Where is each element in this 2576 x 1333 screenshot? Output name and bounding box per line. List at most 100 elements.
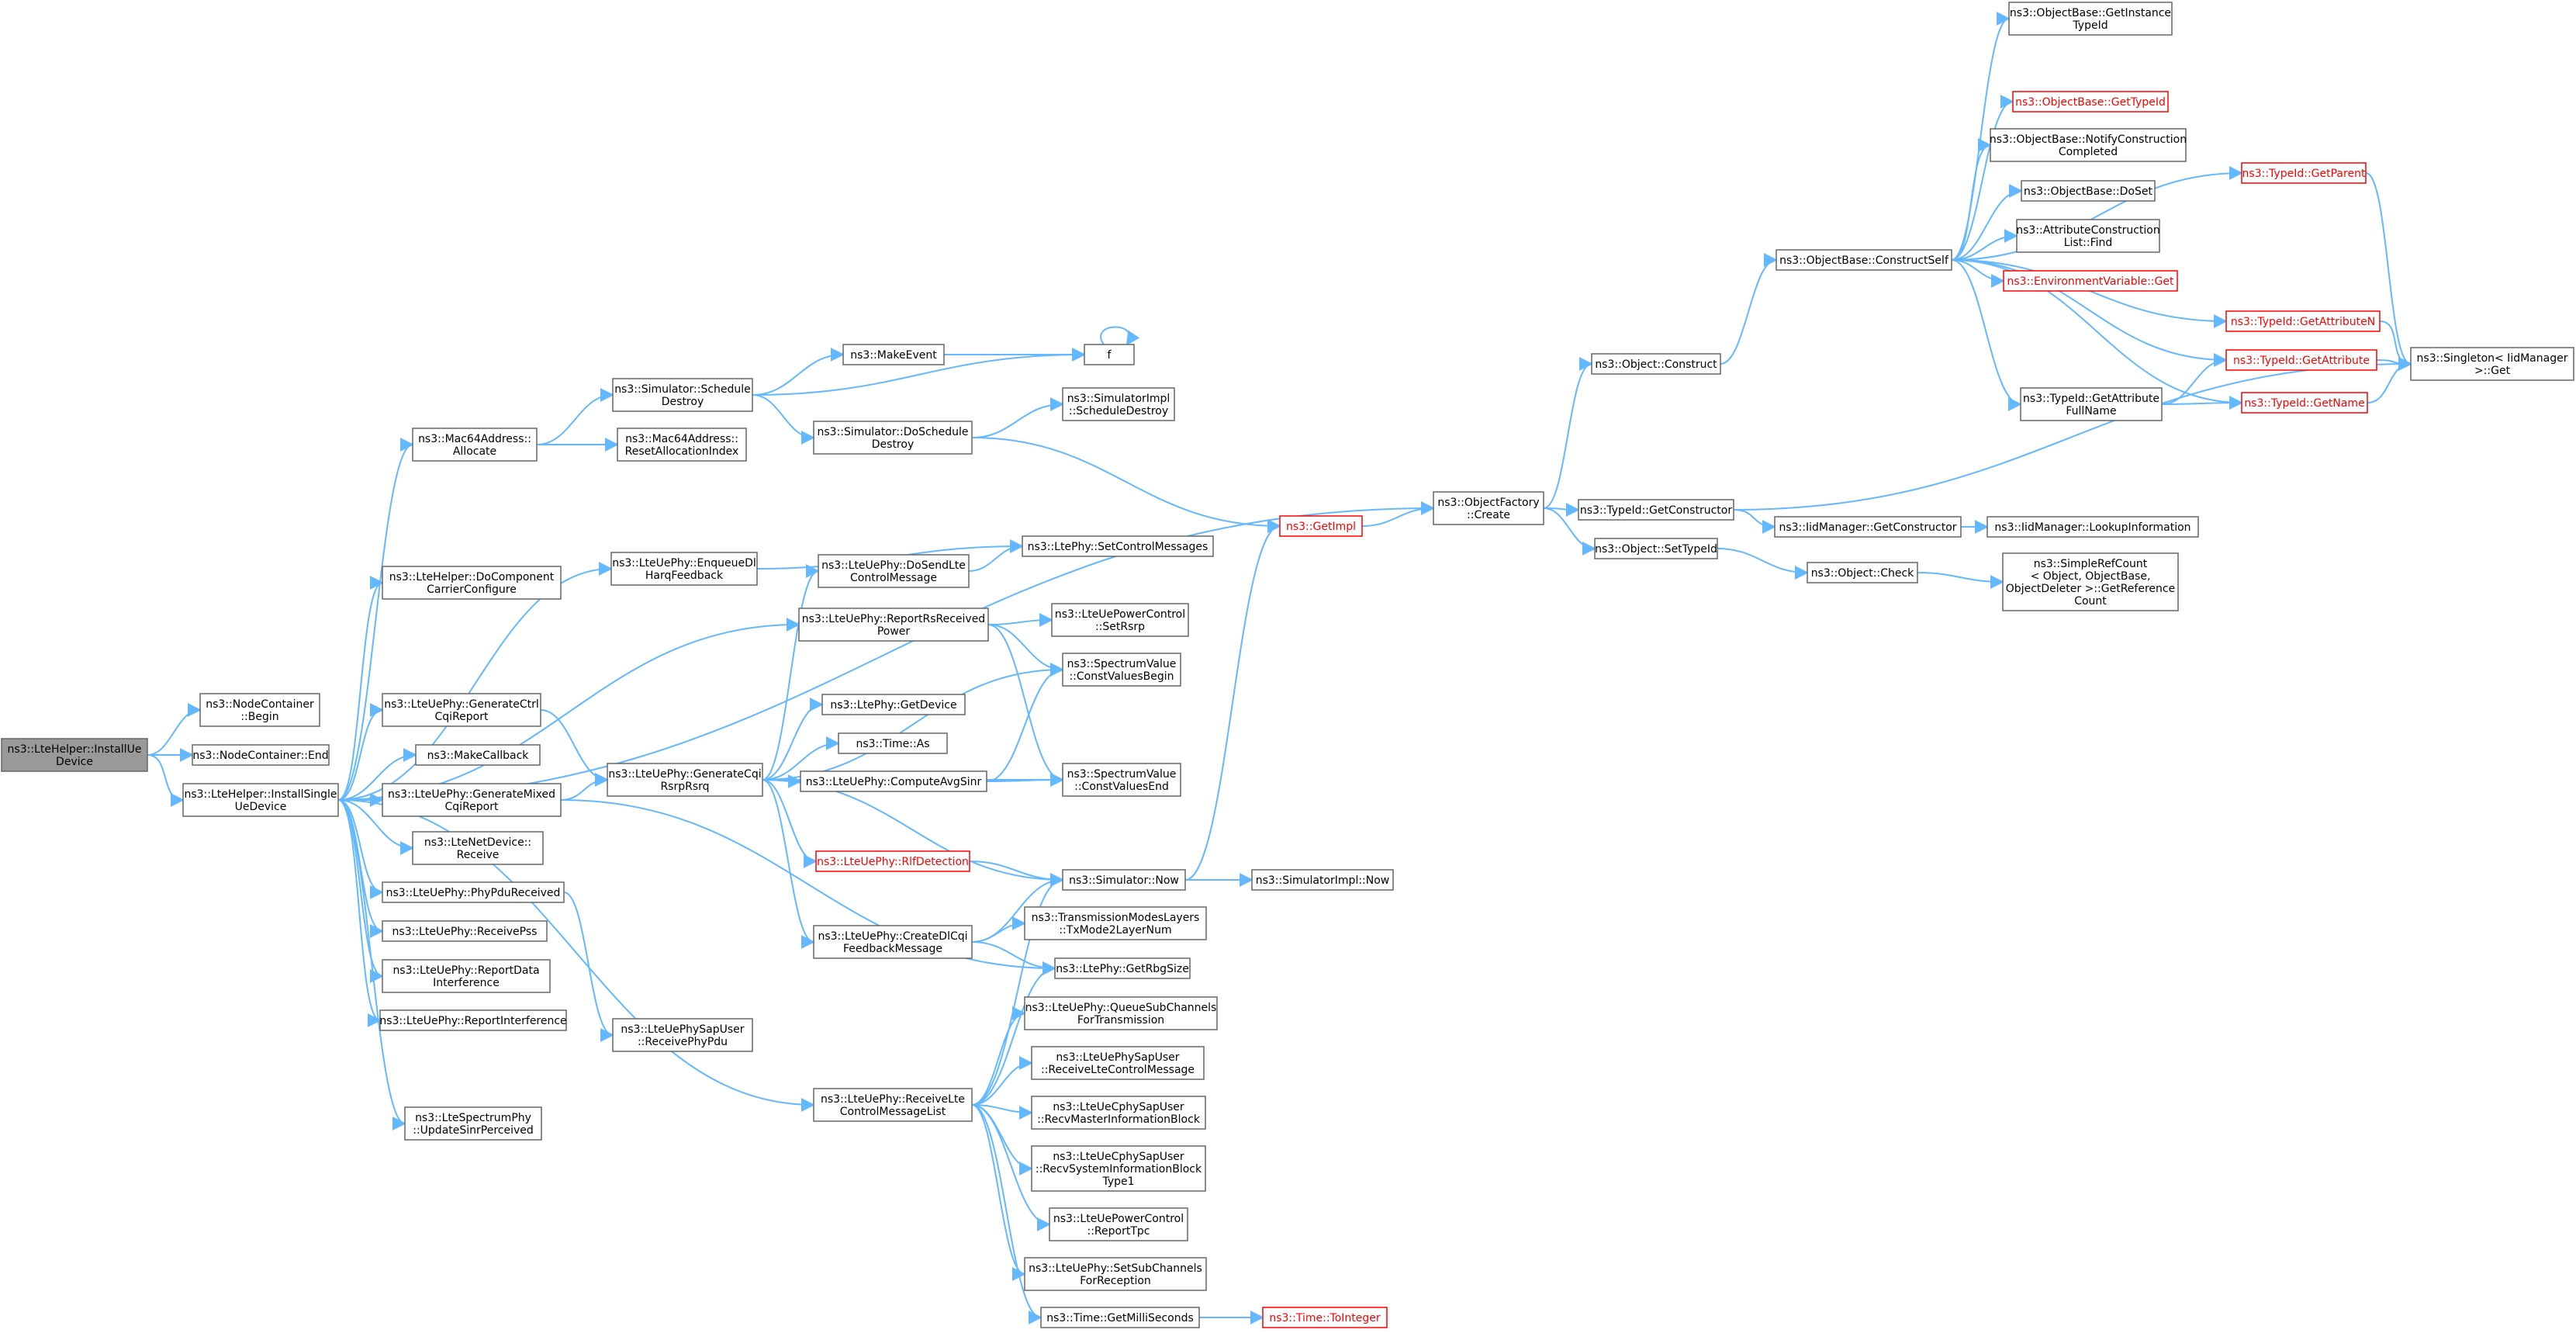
node-sim-impl-now[interactable]: ns3::SimulatorImpl::Now <box>1251 869 1394 891</box>
node-box <box>1807 562 1918 583</box>
node-label: ForReception <box>1080 1275 1151 1287</box>
node-sim-now[interactable]: ns3::Simulator::Now <box>1062 869 1186 891</box>
node-sim-impl-sched[interactable]: ns3::SimulatorImpl::ScheduleDestroy <box>1062 387 1175 421</box>
node-label: ns3::ObjectFactory <box>1437 497 1539 509</box>
node-box <box>404 1106 542 1141</box>
call-edge-sim-schedule-destroy-to-sim-do-schedule <box>752 394 815 445</box>
node-tid-get-name[interactable]: ns3::TypeId::GetName <box>2241 392 2368 414</box>
node-obj-check[interactable]: ns3::Object::Check <box>1807 562 1918 583</box>
node-label: ns3::LteUePhy::QueueSubChannels <box>1025 1002 1217 1014</box>
node-box <box>1986 516 2199 538</box>
node-pc-set-rsrp[interactable]: ns3::LteUePowerControl::SetRsrp <box>1051 603 1189 637</box>
node-box <box>800 770 987 792</box>
node-label: ObjectDeleter >::GetReference <box>2006 583 2175 595</box>
node-label: ns3::Singleton< IidManager <box>2417 352 2568 365</box>
node-tx-mode2[interactable]: ns3::TransmissionModesLayers::TxMode2Lay… <box>1024 906 1207 940</box>
node-label: ns3::TypeId::GetAttribute <box>2233 355 2370 367</box>
node-label: UeDevice <box>235 801 287 813</box>
node-box <box>415 744 541 766</box>
node-construct-self[interactable]: ns3::ObjectBase::ConstructSelf <box>1776 249 1952 271</box>
node-mac-allocate[interactable]: ns3::Mac64Address::Allocate <box>412 428 538 462</box>
node-to-integer[interactable]: ns3::Time::ToInteger <box>1262 1307 1388 1328</box>
node-nc-begin[interactable]: ns3::NodeContainer::Begin <box>199 693 320 727</box>
node-phy-sap-receive[interactable]: ns3::LteUePhySapUser::ReceivePhyPdu <box>612 1018 753 1052</box>
node-label: ns3::ObjectBase::ConstructSelf <box>1779 254 1949 267</box>
node-set-ctrl-msgs[interactable]: ns3::LtePhy::SetControlMessages <box>1022 535 1214 557</box>
call-edge-install-single-to-mac-allocate <box>337 438 414 801</box>
node-update-sinr[interactable]: ns3::LteSpectrumPhy::UpdateSinrPerceived <box>404 1106 542 1141</box>
node-report-tpc[interactable]: ns3::LteUePowerControl::ReportTpc <box>1049 1207 1188 1241</box>
node-f[interactable]: f <box>1084 344 1135 365</box>
call-edge-of-create-to-obj-set-type-id <box>1543 507 1596 556</box>
node-receive-lte-ctrl[interactable]: ns3::LteUePhy::ReceiveLteControlMessageL… <box>813 1088 973 1122</box>
node-do-set[interactable]: ns3::ObjectBase::DoSet <box>2021 180 2156 202</box>
node-get-rbg-size[interactable]: ns3::LtePhy::GetRbgSize <box>1054 957 1191 979</box>
node-recv-mib[interactable]: ns3::LteUeCphySapUser::RecvMasterInforma… <box>1031 1096 1206 1130</box>
call-edge-sim-do-schedule-to-sim-impl-sched <box>971 397 1064 438</box>
node-ob-get-type-id[interactable]: ns3::ObjectBase::GetTypeId <box>2012 91 2169 113</box>
node-do-component[interactable]: ns3::LteHelper::DoComponentCarrierConfig… <box>382 566 562 600</box>
node-set-sub-recv[interactable]: ns3::LteUePhy::SetSubChannelsForReceptio… <box>1024 1257 1207 1291</box>
node-tid-get-ctor[interactable]: ns3::TypeId::GetConstructor <box>1578 499 1734 521</box>
node-phy-pdu-received[interactable]: ns3::LteUePhy::PhyPduReceived <box>382 881 565 903</box>
node-rlf-detection[interactable]: ns3::LteUePhy::RlfDetection <box>815 850 970 872</box>
node-obj-construct[interactable]: ns3::Object::Construct <box>1591 353 1721 375</box>
node-env-get[interactable]: ns3::EnvironmentVariable::Get <box>2003 270 2178 292</box>
node-obj-set-type-id[interactable]: ns3::Object::SetTypeId <box>1594 538 1718 559</box>
node-label: Count <box>2074 595 2107 608</box>
node-sv-end[interactable]: ns3::SpectrumValue::ConstValuesEnd <box>1062 763 1181 797</box>
node-sv-begin[interactable]: ns3::SpectrumValue::ConstValuesBegin <box>1062 653 1181 687</box>
node-nc-end[interactable]: ns3::NodeContainer::End <box>192 744 330 766</box>
node-time-as[interactable]: ns3::Time::As <box>838 732 948 754</box>
node-box <box>838 732 948 754</box>
node-tid-get-parent[interactable]: ns3::TypeId::GetParent <box>2241 162 2367 184</box>
node-tid-get-attr-n[interactable]: ns3::TypeId::GetAttributeN <box>2225 310 2381 332</box>
node-singleton-get[interactable]: ns3::Singleton< IidManager >::Get <box>2410 347 2574 381</box>
call-edge-construct-self-to-tid-get-attr-full <box>1951 259 2022 411</box>
node-notify-constr[interactable]: ns3::ObjectBase::NotifyConstructionCompl… <box>1990 128 2187 162</box>
node-recv-sib[interactable]: ns3::LteUeCphySapUser::RecvSystemInforma… <box>1031 1145 1206 1192</box>
node-label: ns3::IidManager::LookupInformation <box>1994 521 2190 534</box>
node-recv-lte-ctrl-msg[interactable]: ns3::LteUePhySapUser::ReceiveLteControlM… <box>1031 1046 1205 1080</box>
call-edge-rlf-detection-to-sim-now <box>969 860 1064 887</box>
node-report-interf[interactable]: ns3::LteUePhy::ReportInterference <box>379 1009 567 1031</box>
node-label: ns3::NodeContainer <box>206 698 314 711</box>
node-of-create[interactable]: ns3::ObjectFactory::Create <box>1433 491 1544 525</box>
node-sim-schedule-destroy[interactable]: ns3::Simulator::ScheduleDestroy <box>612 378 753 412</box>
node-queue-sub[interactable]: ns3::LteUePhy::QueueSubChannelsForTransm… <box>1024 996 1218 1030</box>
node-create-dl-cqi[interactable]: ns3::LteUePhy::CreateDlCqiFeedbackMessag… <box>813 925 973 959</box>
call-edge-gen-cqi-rsrp-to-create-dl-cqi <box>762 779 815 949</box>
node-label: ns3::TypeId::GetAttributeN <box>2231 316 2375 328</box>
node-box <box>813 925 973 959</box>
node-get-impl[interactable]: ns3::GetImpl <box>1279 515 1363 537</box>
node-receive-pss[interactable]: ns3::LteUePhy::ReceivePss <box>382 920 548 942</box>
node-label: ns3::LteUePhy::GenerateCqi <box>608 768 761 781</box>
node-simple-ref[interactable]: ns3::SimpleRefCount< Object, ObjectBase,… <box>2002 552 2179 611</box>
node-make-event[interactable]: ns3::MakeEvent <box>842 344 945 365</box>
node-iid-get-ctor[interactable]: ns3::IidManager::GetConstructor <box>1774 516 1962 538</box>
node-reset-alloc-idx[interactable]: ns3::Mac64Address::ResetAllocationIndex <box>617 428 747 462</box>
node-compute-avg-sinr[interactable]: ns3::LteUePhy::ComputeAvgSinr <box>800 770 987 792</box>
node-make-callback[interactable]: ns3::MakeCallback <box>415 744 541 766</box>
node-label: ns3::IidManager::GetConstructor <box>1779 521 1956 534</box>
node-lte-phy-get-device[interactable]: ns3::LtePhy::GetDevice <box>821 694 966 715</box>
node-label: CarrierConfigure <box>427 583 517 596</box>
node-get-milli[interactable]: ns3::Time::GetMilliSeconds <box>1040 1307 1200 1328</box>
node-iid-lookup[interactable]: ns3::IidManager::LookupInformation <box>1986 516 2199 538</box>
node-net-dev-receive[interactable]: ns3::LteNetDevice::Receive <box>412 831 544 865</box>
node-label: ns3::SpectrumValue <box>1067 768 1177 781</box>
node-tid-get-attr[interactable]: ns3::TypeId::GetAttribute <box>2225 349 2377 371</box>
